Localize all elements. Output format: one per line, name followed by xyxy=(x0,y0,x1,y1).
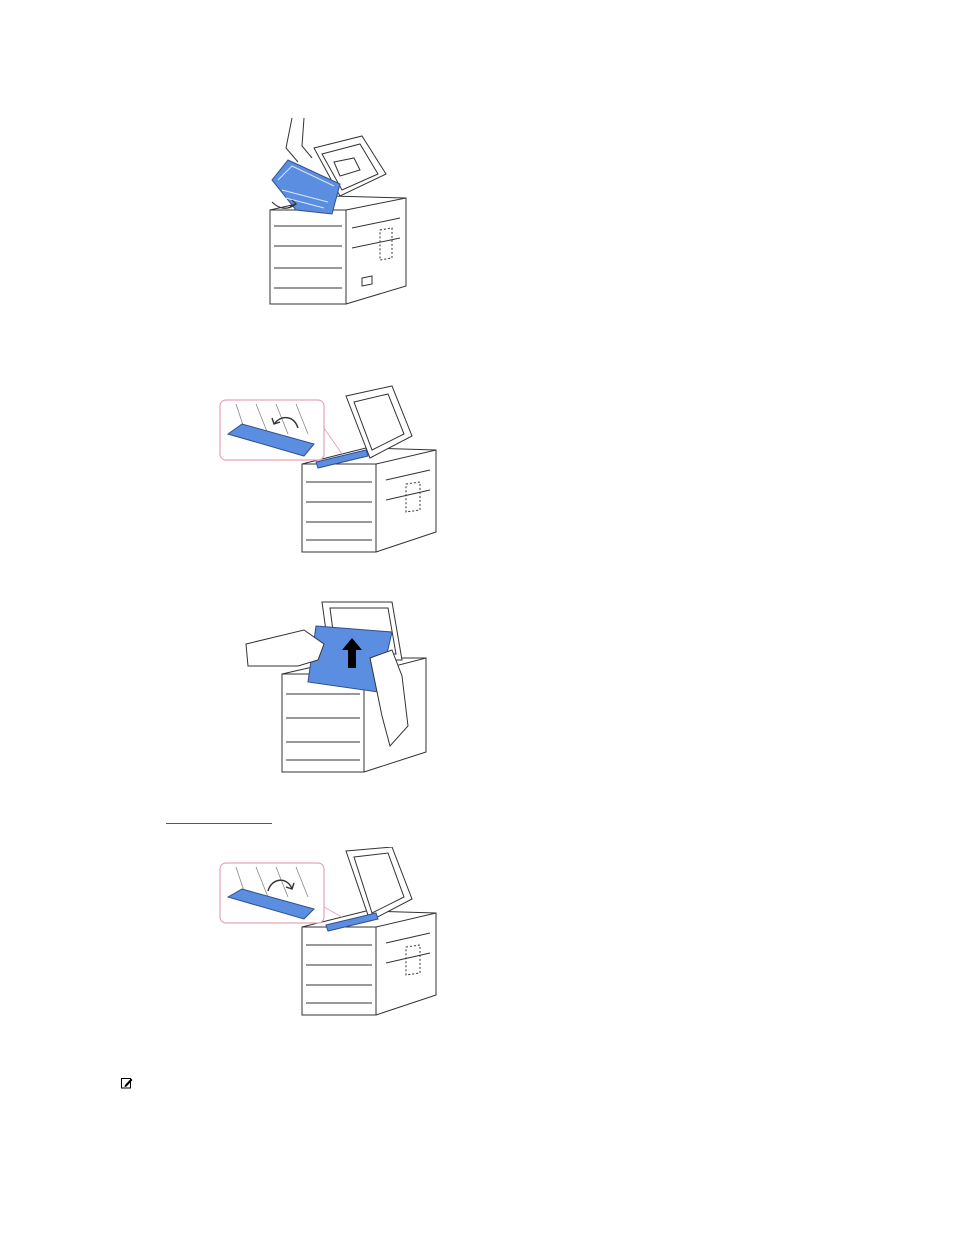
printer-toner-removal-illustration xyxy=(262,118,412,308)
cross-reference-link[interactable] xyxy=(166,809,272,824)
printer-guide-lower-illustration xyxy=(216,847,442,1019)
printer-guide-lift-illustration xyxy=(216,384,442,556)
printer-paper-jam-removal-illustration xyxy=(242,596,434,776)
note-pencil-icon xyxy=(121,1076,133,1088)
